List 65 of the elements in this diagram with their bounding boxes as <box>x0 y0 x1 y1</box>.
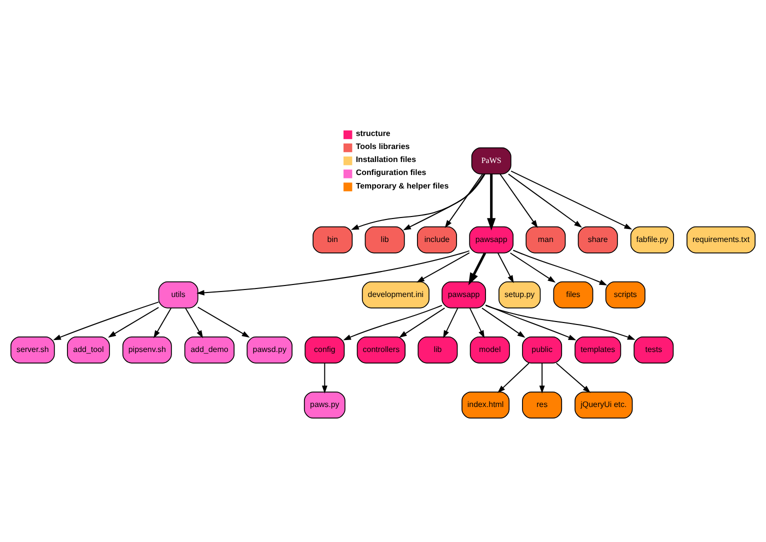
arrow <box>539 363 545 394</box>
node-box: pawsapp <box>442 281 486 308</box>
arrow <box>469 308 485 338</box>
arrow <box>398 308 445 338</box>
node-box: files <box>553 281 594 308</box>
node-box: res <box>522 392 562 419</box>
node-box: fabfile.py <box>630 226 674 254</box>
node-box: add_demo <box>184 336 235 364</box>
arrow <box>513 250 608 286</box>
arrow <box>482 308 526 338</box>
node-box: development.ini <box>362 281 430 308</box>
arrow <box>444 174 484 228</box>
node-box: pawsapp <box>469 226 514 254</box>
legend-label: structure <box>356 129 390 138</box>
node-box: requirements.txt <box>686 226 756 254</box>
arrow <box>185 308 204 338</box>
node-box: paws.py <box>304 392 346 419</box>
legend-label: Tools libraries <box>356 142 410 152</box>
arrow <box>416 252 470 283</box>
arrow <box>154 308 172 338</box>
node-box: model <box>470 336 510 364</box>
node-box: templates <box>574 336 622 364</box>
arrow <box>500 174 538 228</box>
legend-label: Configuration files <box>356 168 426 178</box>
arrow <box>53 302 159 340</box>
node-box: man <box>526 226 566 254</box>
legend-label: Temporary & helper files <box>356 181 449 190</box>
arrow <box>508 174 582 228</box>
node-box: bin <box>312 226 353 254</box>
arrow <box>351 174 486 230</box>
node-box: jQueryUi etc. <box>574 392 633 419</box>
arrow <box>198 306 250 338</box>
arrow <box>485 304 576 340</box>
node-box: scripts <box>605 281 646 308</box>
arrow <box>510 252 556 283</box>
node-box: lib <box>364 226 405 254</box>
arrow <box>486 305 636 340</box>
node-box: lib <box>418 336 458 364</box>
node-box: controllers <box>356 336 406 364</box>
arrow <box>556 362 591 393</box>
node-box: server.sh <box>10 336 55 364</box>
node-box: config <box>304 336 345 364</box>
node-box: share <box>578 226 618 254</box>
arrow <box>497 362 530 394</box>
node-box: public <box>522 336 562 364</box>
arrow <box>322 363 328 394</box>
arrow <box>497 252 514 284</box>
node-box: utils <box>158 281 198 308</box>
node-box: add_tool <box>66 336 110 364</box>
arrow <box>443 308 458 338</box>
arrow <box>510 170 632 230</box>
legend-label: Installation files <box>356 155 416 164</box>
arrow <box>403 174 485 230</box>
node-box: index.html <box>462 392 510 419</box>
node-box: include <box>416 226 457 254</box>
arrow <box>343 304 442 340</box>
arrow <box>487 174 496 231</box>
arrow <box>108 306 159 338</box>
node-box: tests <box>634 336 674 364</box>
node-box: pipsenv.sh <box>122 336 172 364</box>
arrow <box>468 252 486 286</box>
node-box: PaWS <box>471 147 512 174</box>
node-box: pawsd.py <box>246 336 292 364</box>
arrow <box>196 250 470 296</box>
node-box: setup.py <box>498 281 541 308</box>
